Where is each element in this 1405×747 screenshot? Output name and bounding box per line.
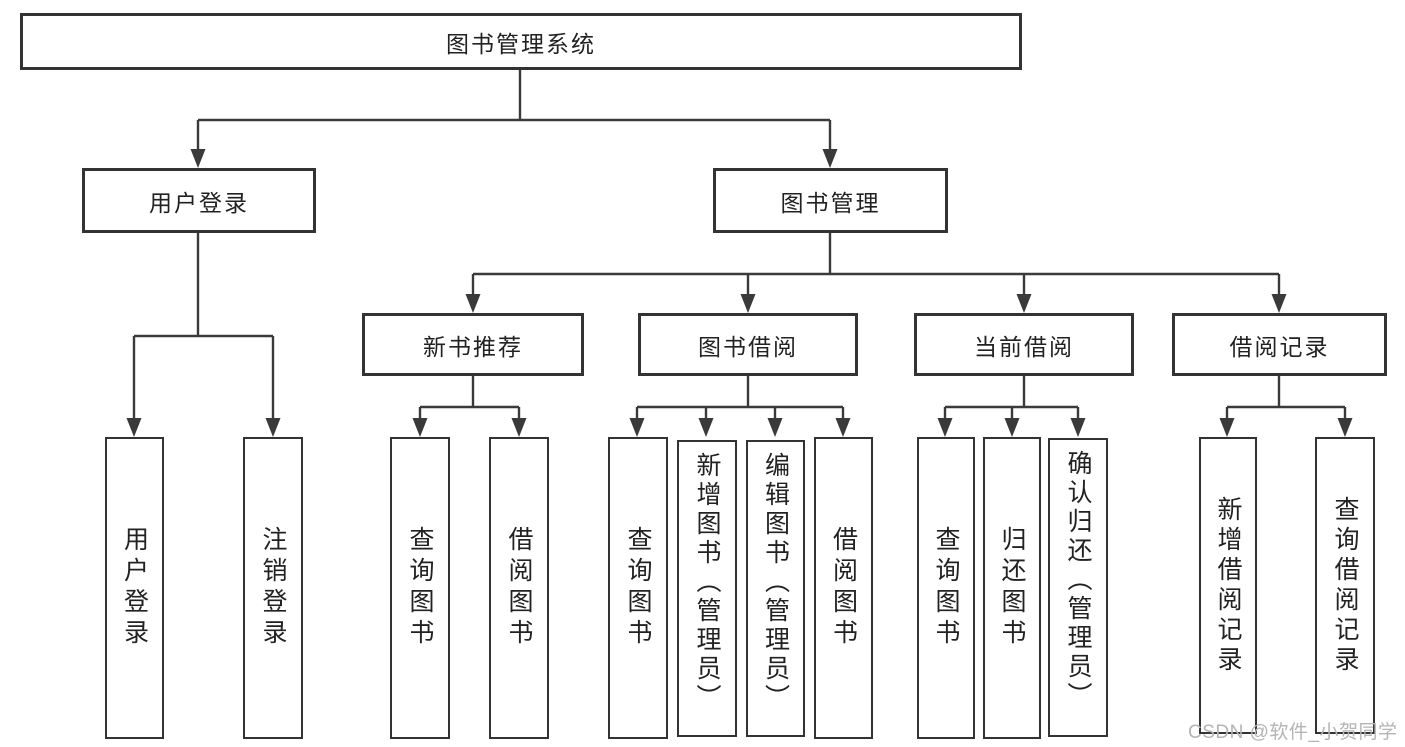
leaf-cb-query-books: 查询图书 [917,437,975,739]
node-label: 当前借阅 [974,333,1074,360]
node-label: 新增借阅记录 [1214,495,1242,676]
node-user-login: 用户登录 [82,168,316,233]
node-label: 注销登录 [259,526,287,650]
node-label: 确认归还（管理员） [1064,450,1092,711]
leaf-logout: 注销登录 [243,437,303,739]
node-label: 新增图书（管理员） [693,452,721,713]
leaf-nbr-query-books: 查询图书 [390,437,450,739]
node-label: 图书管理系统 [446,30,596,57]
leaf-bb-add-books-admin: 新增图书（管理员） [677,440,737,737]
leaf-bb-borrow-books: 借阅图书 [814,437,873,739]
leaf-br-add-record: 新增借阅记录 [1199,437,1257,734]
leaf-bb-query-books: 查询图书 [608,437,668,739]
node-label: 查询图书 [624,526,652,650]
leaf-cb-return-books: 归还图书 [983,437,1041,739]
node-label: 用户登录 [120,526,149,650]
leaf-user-login: 用户登录 [105,437,164,739]
node-current-borrowing: 当前借阅 [914,313,1134,376]
leaf-br-query-record: 查询借阅记录 [1315,437,1375,734]
node-label: 查询图书 [932,526,960,650]
watermark-text: CSDN @软件_小贺同学 [1188,722,1398,743]
node-borrowing-records: 借阅记录 [1172,313,1387,376]
node-label: 用户登录 [149,189,249,216]
node-label: 编辑图书（管理员） [761,452,790,713]
node-label: 查询图书 [406,526,434,650]
node-label: 图书管理 [780,189,881,216]
node-label: 新书推荐 [423,333,523,360]
node-new-book-recommend: 新书推荐 [362,313,584,376]
node-label: 图书借阅 [698,333,798,360]
node-library-system: 图书管理系统 [20,13,1022,70]
node-label: 借阅图书 [829,526,858,650]
node-label: 借阅图书 [505,526,533,650]
node-book-borrowing: 图书借阅 [638,313,858,376]
leaf-nbr-borrow-books: 借阅图书 [489,437,549,739]
node-book-management: 图书管理 [713,168,948,233]
node-label: 查询借阅记录 [1331,495,1359,676]
arrowheads [126,149,1353,437]
leaf-bb-edit-books-admin: 编辑图书（管理员） [746,440,805,737]
node-label: 归还图书 [998,526,1026,650]
node-label: 借阅记录 [1229,333,1330,360]
leaf-cb-confirm-return-admin: 确认归还（管理员） [1048,438,1108,737]
